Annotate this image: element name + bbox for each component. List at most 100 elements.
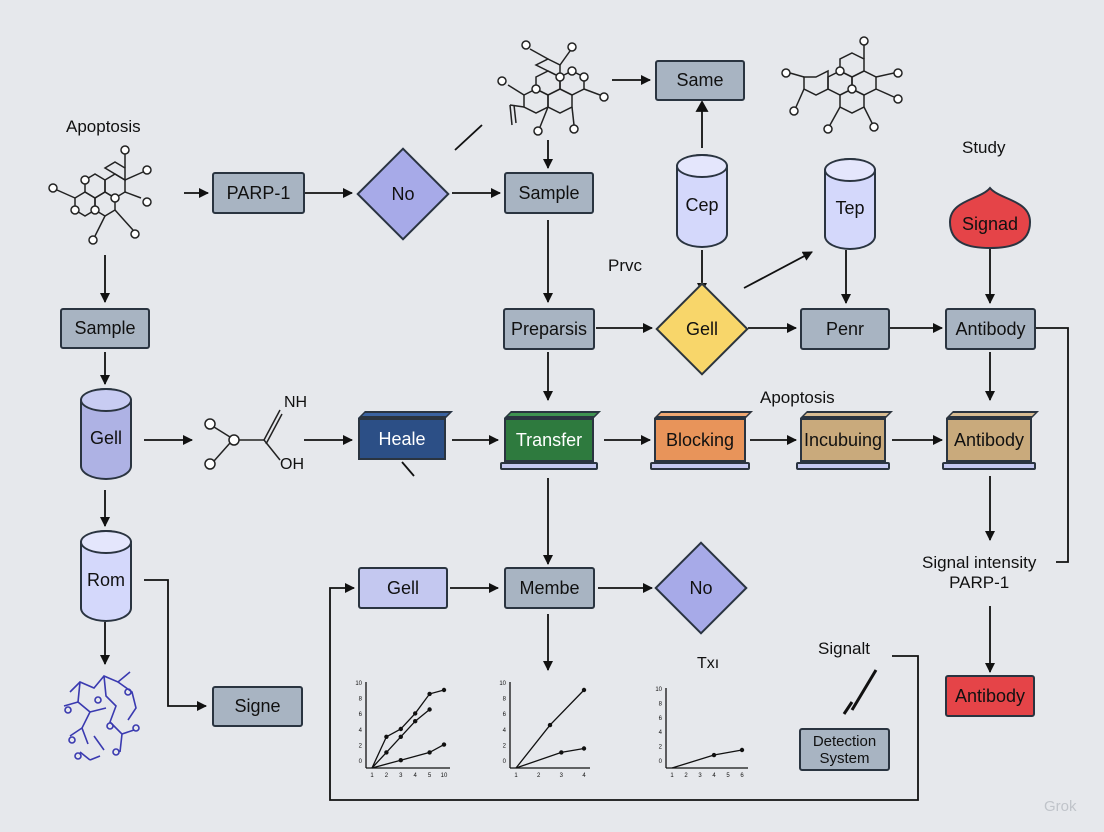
x-tick-label: 1 <box>370 773 374 779</box>
data-point <box>739 747 745 753</box>
x-tick-label: 3 <box>698 773 702 779</box>
arrow <box>743 251 813 289</box>
gell-cylinder[interactable]: Gell <box>80 388 132 480</box>
tep-cylinder[interactable]: Tep <box>824 158 876 250</box>
parp1-box[interactable]: PARP-1 <box>212 172 305 214</box>
block-top <box>800 411 893 418</box>
cep-cylinder[interactable]: Cep <box>676 154 728 248</box>
y-tick-label: 8 <box>503 697 507 703</box>
y-tick-label: 0 <box>359 759 363 765</box>
sample-box-left[interactable]: Sample <box>60 308 150 349</box>
data-point <box>384 750 389 755</box>
nh-label: NH <box>284 394 308 411</box>
heale-block[interactable]: Heale <box>358 411 453 460</box>
y-tick-label: 4 <box>359 728 363 734</box>
sample-box-top[interactable]: Sample <box>504 172 594 214</box>
y-tick-label: 6 <box>503 712 507 718</box>
x-tick-label: 2 <box>385 773 389 779</box>
y-tick-label: 2 <box>503 743 507 749</box>
data-point <box>441 687 447 693</box>
y-tick-label: 0 <box>659 759 663 765</box>
signad-node[interactable]: Signad <box>948 188 1032 258</box>
y-tick-label: 10 <box>655 687 662 693</box>
block-top <box>504 411 601 418</box>
block-top <box>358 411 453 418</box>
x-tick-label: 2 <box>537 773 541 779</box>
apoptosis-label-left: Apoptosis <box>66 117 141 136</box>
x-tick-label: 2 <box>684 773 688 779</box>
pen-icon <box>842 669 878 715</box>
blocking-block[interactable]: Blocking <box>650 411 753 470</box>
data-point <box>581 746 587 751</box>
y-tick-label: 6 <box>659 716 663 722</box>
membe-box[interactable]: Membe <box>504 567 595 609</box>
x-tick-label: 6 <box>740 773 744 779</box>
data-point <box>398 734 403 739</box>
penr-box[interactable]: Penr <box>800 308 890 350</box>
signal-intensity-line1: Signal intensity <box>922 553 1037 572</box>
y-tick-label: 10 <box>499 681 506 687</box>
no-diamond-top[interactable]: No <box>358 149 448 239</box>
signad-shape <box>948 186 1032 250</box>
antibody-box-3[interactable]: Antibody <box>945 675 1035 717</box>
heale-label: Heale <box>378 428 426 449</box>
gell-box[interactable]: Gell <box>358 567 448 609</box>
same-box[interactable]: Same <box>655 60 745 101</box>
detection-system-box[interactable]: Detection System <box>799 728 890 771</box>
y-tick-label: 0 <box>503 759 507 765</box>
x-tick-label: 3 <box>560 773 564 779</box>
series-line <box>371 744 445 769</box>
block-top <box>654 411 753 418</box>
detection-line2: System <box>819 749 870 767</box>
x-tick-label: 5 <box>726 773 730 779</box>
data-point <box>711 752 717 758</box>
gell-diamond[interactable]: Gell <box>657 284 747 374</box>
rom-cylinder[interactable]: Rom <box>80 530 132 622</box>
gell-cylinder-label: Gell <box>89 427 122 448</box>
data-point <box>441 742 447 747</box>
cep-label: Cep <box>685 194 719 215</box>
data-point <box>384 734 389 739</box>
x-tick-label: 4 <box>582 773 586 779</box>
gell-diamond-label: Gell <box>685 318 718 339</box>
signe-box[interactable]: Signe <box>212 686 303 727</box>
y-tick-label: 8 <box>659 701 663 707</box>
antibody-box-1[interactable]: Antibody <box>945 308 1036 350</box>
series-line <box>515 747 585 769</box>
data-point <box>413 711 418 716</box>
x-tick-label: 4 <box>712 773 716 779</box>
data-point <box>427 750 432 755</box>
signal-intensity-line2: PARP-1 <box>949 573 1010 592</box>
blocking-label: Blocking <box>665 429 735 450</box>
arrow <box>144 579 207 711</box>
antibody-block-2[interactable]: Antibody <box>942 411 1039 470</box>
signad-label: Signad <box>961 213 1019 234</box>
y-tick-label: 8 <box>359 697 363 703</box>
study-label: Study <box>962 138 1006 157</box>
watermark: Grok <box>1044 798 1077 815</box>
transfer-label: Transfer <box>515 429 583 450</box>
block-base <box>942 462 1036 470</box>
block-top <box>946 411 1039 418</box>
no-diamond-top-label: No <box>391 183 415 204</box>
signalt-label: Signalt <box>818 639 870 658</box>
x-tick-label: 3 <box>399 773 403 779</box>
transfer-block[interactable]: Transfer <box>500 411 601 470</box>
signal-intensity-label: Signal intensity PARP-1 <box>922 553 1036 593</box>
no-diamond-bottom[interactable]: No <box>656 543 746 633</box>
incubuing-block[interactable]: Incubuing <box>796 411 893 470</box>
preparsis-box[interactable]: Preparsis <box>503 308 595 350</box>
data-point <box>559 750 564 755</box>
no-diamond-bottom-label: No <box>689 577 713 598</box>
y-tick-label: 2 <box>659 745 663 751</box>
data-point <box>547 722 553 728</box>
y-tick-label: 10 <box>355 681 362 687</box>
detection-line1: Detection <box>812 732 877 750</box>
y-tick-label: 2 <box>359 743 363 749</box>
oh-label: OH <box>280 456 304 473</box>
series-line <box>371 689 445 769</box>
data-point <box>427 691 432 697</box>
